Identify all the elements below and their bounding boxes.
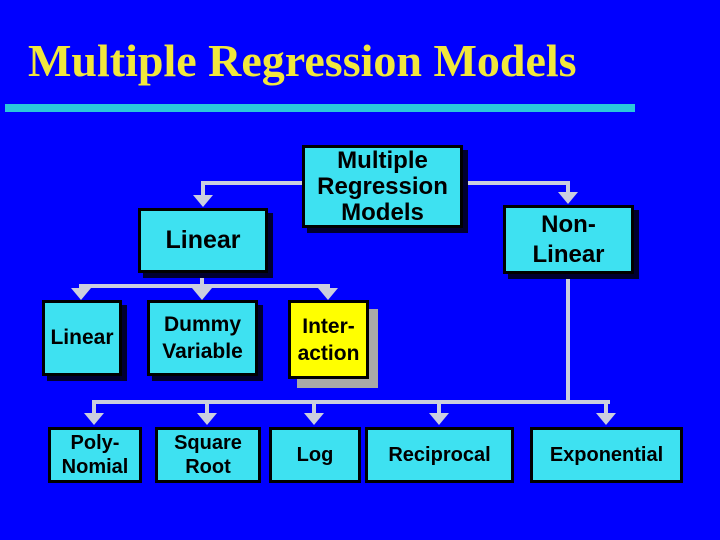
node-exponential: Exponential <box>530 427 683 483</box>
connector-level3-h <box>79 284 330 288</box>
connector-linear-down-v <box>200 270 204 288</box>
arrowhead-to-nonlinear-branch-icon <box>558 192 578 204</box>
arrowhead-to-linear-branch-icon <box>193 195 213 207</box>
arrowhead-to-reciprocal-icon <box>429 413 449 425</box>
slide-title: Multiple Regression Models <box>28 35 577 86</box>
connector-stub-log <box>312 404 316 414</box>
connector-root-nonlinear-v <box>566 181 570 193</box>
connector-nonlinear-down-v <box>566 271 570 404</box>
arrowhead-to-linear-model-icon <box>71 288 91 300</box>
arrowhead-to-log-icon <box>304 413 324 425</box>
arrowhead-to-interaction-icon <box>318 288 338 300</box>
node-linear-branch: Linear <box>138 208 268 273</box>
node-square-root: Square Root <box>155 427 261 483</box>
node-log: Log <box>269 427 361 483</box>
connector-root-nonlinear-h <box>460 181 570 185</box>
arrowhead-to-exponential-icon <box>596 413 616 425</box>
connector-root-linear-h <box>201 181 304 185</box>
connector-stub-exponential <box>604 404 608 414</box>
arrowhead-to-square-root-icon <box>197 413 217 425</box>
node-multiple-regression-models: Multiple Regression Models <box>302 145 463 228</box>
title-underline-rule <box>5 104 635 112</box>
node-reciprocal: Reciprocal <box>365 427 514 483</box>
arrowhead-to-polynomial-icon <box>84 413 104 425</box>
connector-root-linear-v <box>201 181 205 196</box>
connector-stub-reciprocal <box>437 404 441 414</box>
connector-stub-square-root <box>205 404 209 414</box>
node-interaction-highlighted: Inter- action <box>288 300 369 379</box>
connector-stub-polynomial <box>92 404 96 414</box>
node-linear-model: Linear <box>42 300 122 376</box>
arrowhead-to-dummy-variable-icon <box>192 288 212 300</box>
node-polynomial: Poly- Nomial <box>48 427 142 483</box>
connector-level4-h <box>92 400 610 404</box>
node-nonlinear-branch: Non- Linear <box>503 205 634 274</box>
node-dummy-variable: Dummy Variable <box>147 300 258 376</box>
